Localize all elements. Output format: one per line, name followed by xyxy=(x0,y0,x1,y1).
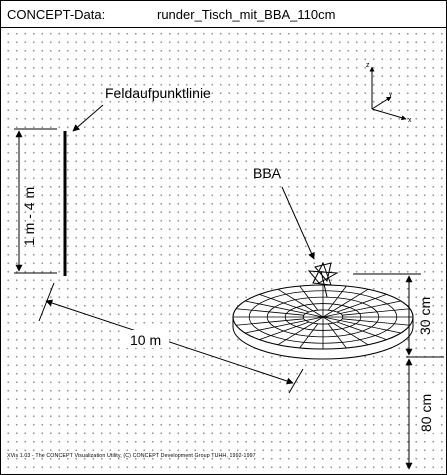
axis-x-label: x xyxy=(408,117,412,124)
mesh-spoke xyxy=(336,321,387,341)
mesh-spoke xyxy=(327,323,347,349)
mesh-spoke xyxy=(322,300,402,318)
mesh-spoke xyxy=(299,285,319,311)
mesh-spoke xyxy=(322,316,402,334)
round-table-mesh xyxy=(232,284,414,360)
mesh-spoke xyxy=(322,316,369,346)
mesh-spoke xyxy=(236,318,304,326)
mesh-spoke xyxy=(259,321,310,341)
height-dimension: 1 m - 4 m xyxy=(14,128,57,274)
thickness-label: 30 cm xyxy=(417,297,433,335)
mesh-spoke xyxy=(322,288,369,318)
mesh-spoke xyxy=(244,316,324,334)
height-dimension-label: 1 m - 4 m xyxy=(21,187,37,246)
dataset-name: runder_Tisch_mit_BBA_110cm xyxy=(157,7,336,22)
header-bar: CONCEPT-Data: runder_Tisch_mit_BBA_110cm xyxy=(1,1,446,28)
axis-z-label: z xyxy=(366,62,370,69)
distance-dimension: 10 m xyxy=(38,282,304,394)
mesh-spoke xyxy=(336,293,387,313)
mesh-spoke xyxy=(299,323,319,349)
axis-y-label: y xyxy=(389,92,392,98)
mesh-spoke xyxy=(342,318,410,326)
mesh-spoke xyxy=(244,300,324,318)
dataset-label: CONCEPT-Data: xyxy=(7,7,106,22)
mesh-spoke xyxy=(236,308,304,316)
footer-credit: XVis 1.03 - The CONCEPT Visualization Ut… xyxy=(7,453,256,459)
thickness-dimension: 30 cm xyxy=(353,273,444,358)
field-line-label: Feldaufpunktlinie xyxy=(105,85,211,101)
bba-antenna xyxy=(307,261,339,298)
mesh-spoke xyxy=(327,285,347,311)
table-height-label: 80 cm xyxy=(418,394,434,432)
antenna-label: BBA xyxy=(253,165,282,181)
mesh-spoke xyxy=(259,293,310,313)
table-height-dimension: 80 cm xyxy=(405,358,435,470)
field-line-pointer xyxy=(72,104,104,132)
distance-label: 10 m xyxy=(130,332,161,348)
mesh-spoke xyxy=(277,288,324,318)
antenna-pointer xyxy=(281,186,315,260)
mesh-spoke xyxy=(277,316,324,346)
mesh-spoke xyxy=(342,308,410,316)
axes-icon: z y x xyxy=(366,62,412,124)
